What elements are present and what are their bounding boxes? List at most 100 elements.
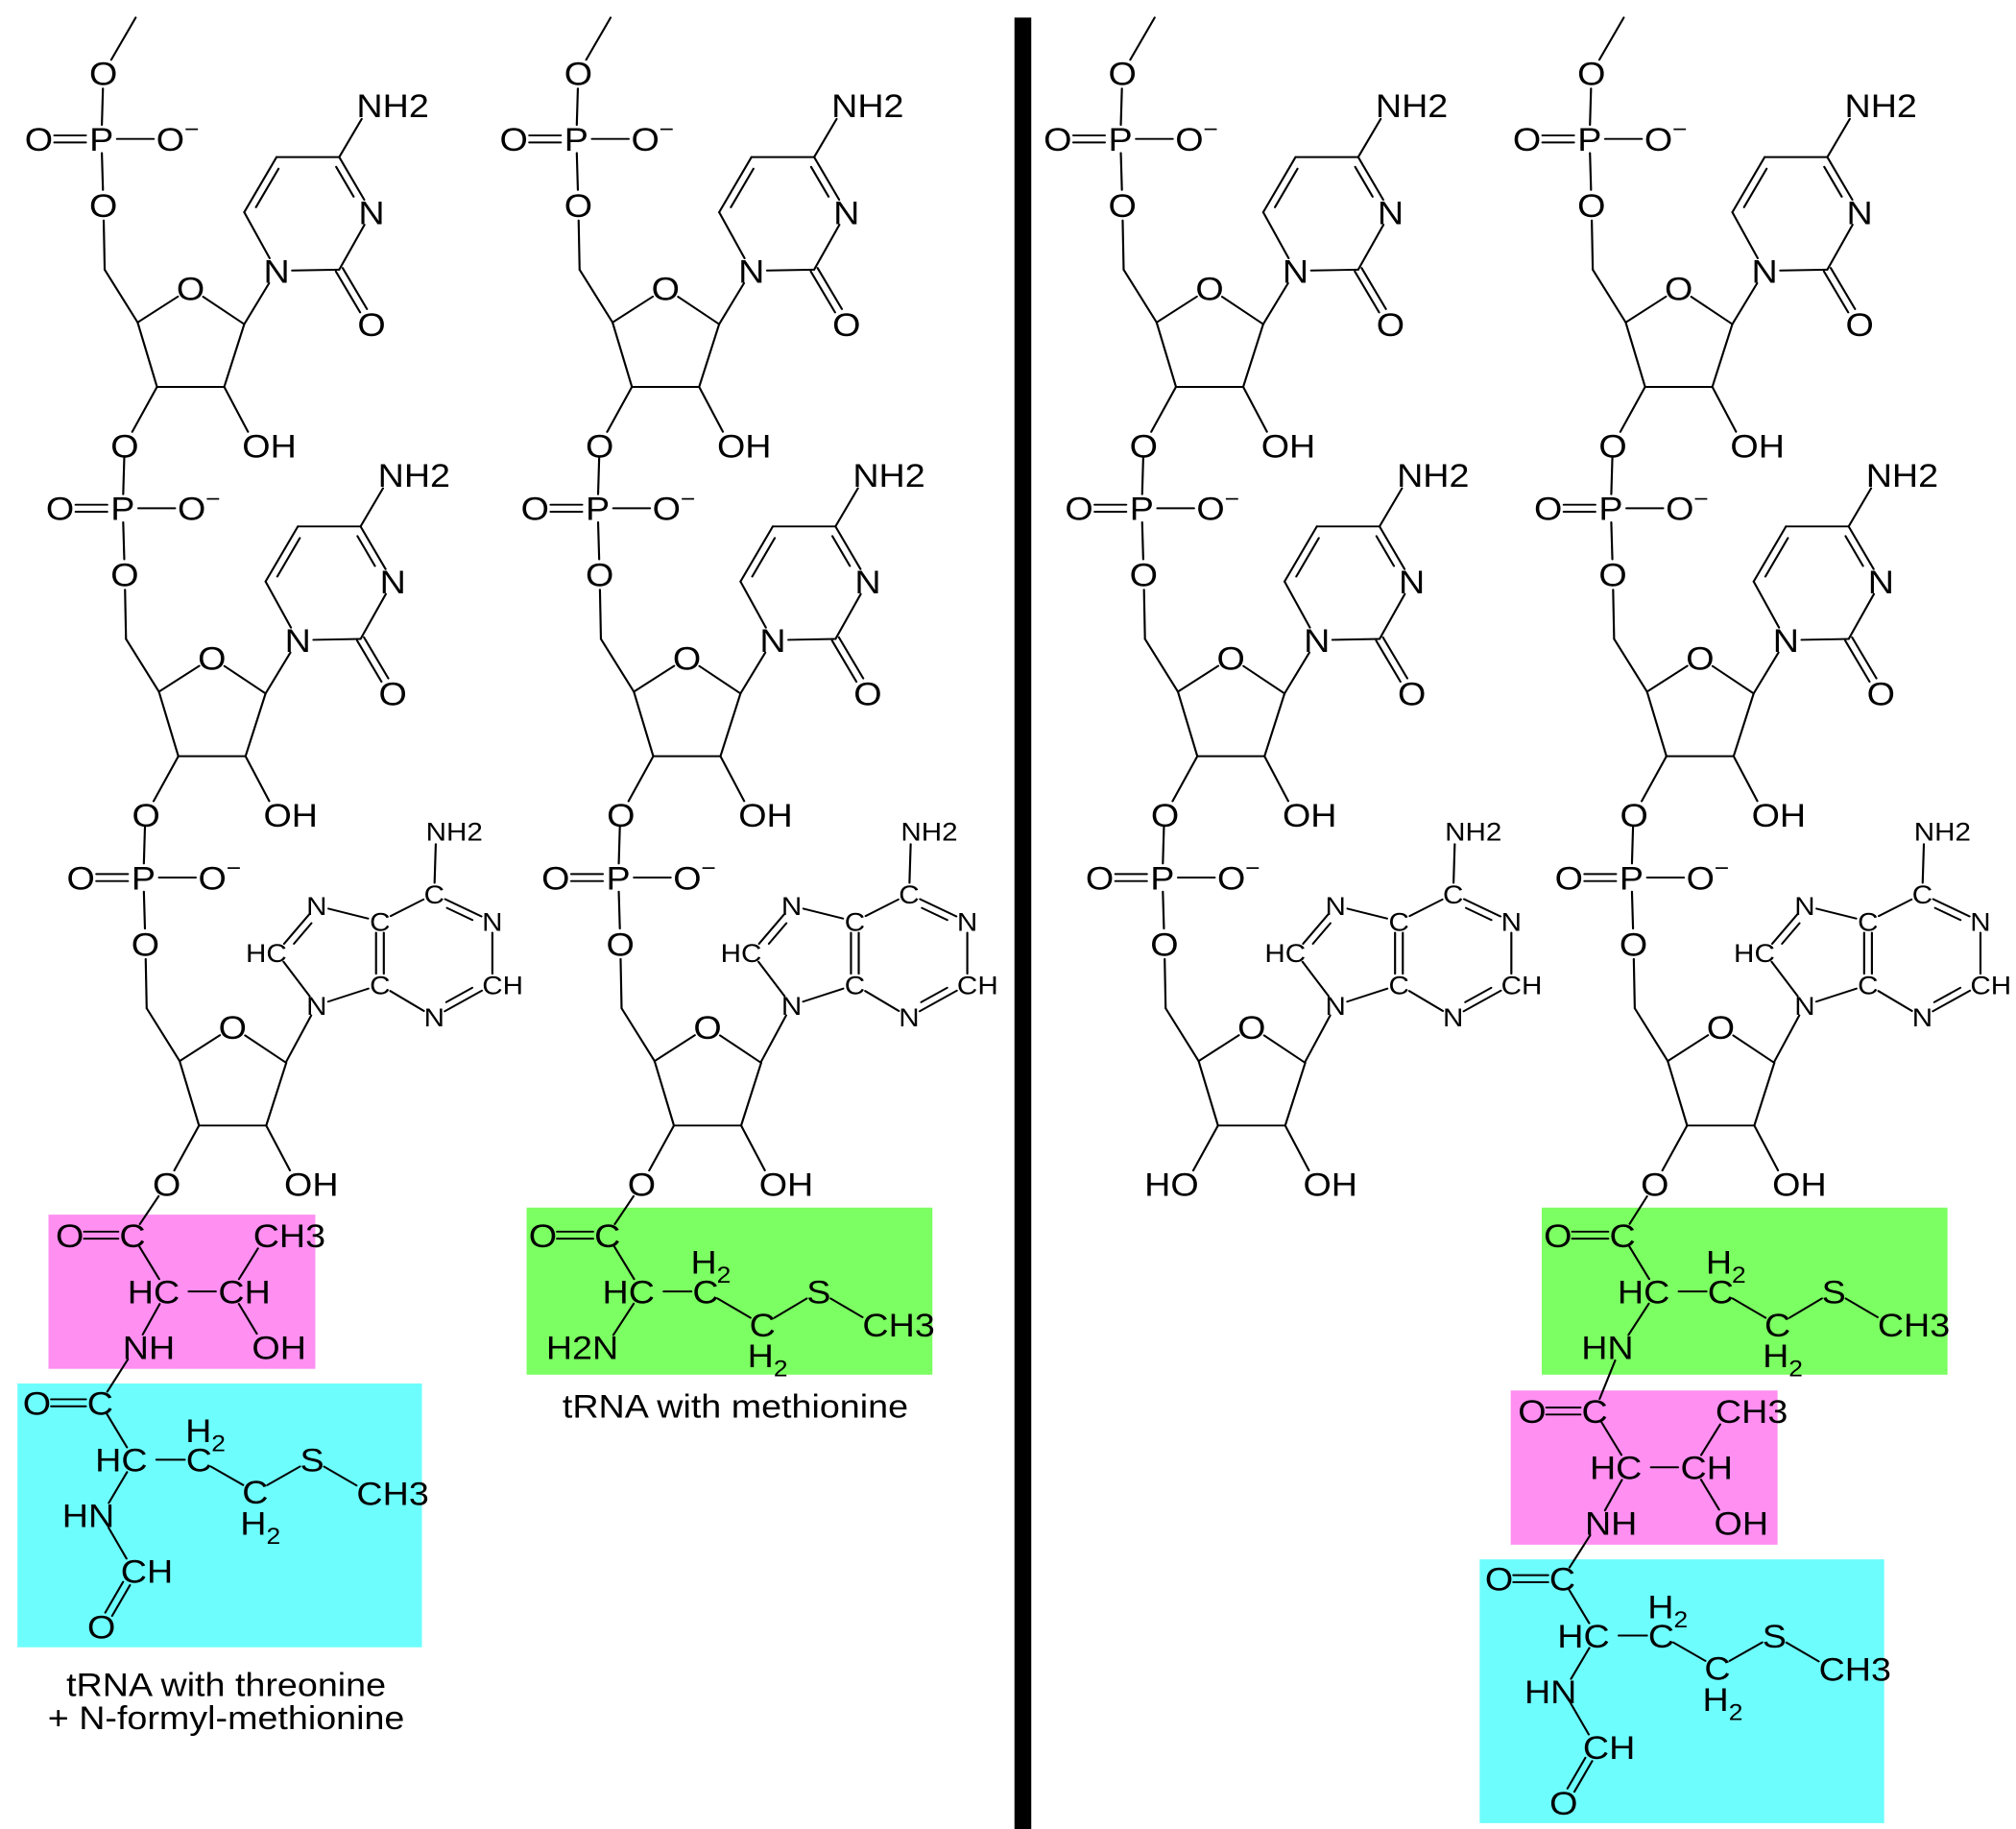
bond-line — [1781, 922, 1801, 945]
bond-line — [254, 167, 280, 208]
bond-line — [1699, 1479, 1720, 1511]
bond-line — [1263, 755, 1290, 803]
bond-line — [141, 1303, 161, 1336]
atom-label: P — [607, 859, 631, 897]
bond-line — [1630, 826, 1635, 865]
bond-line — [142, 890, 147, 930]
atom-label: P — [1620, 859, 1644, 897]
bond-line — [101, 152, 105, 191]
bond-line — [1570, 1647, 1591, 1680]
atom-label: O — [1150, 926, 1178, 963]
atom-label: C — [750, 1307, 776, 1344]
bond-line — [157, 664, 201, 693]
atom-label: O — [693, 1009, 721, 1047]
bond-line — [1732, 692, 1755, 758]
bond-line — [106, 1358, 130, 1393]
bond-line — [1844, 639, 1871, 684]
atom-label: O− — [1196, 486, 1239, 527]
bond-line — [1732, 1034, 1776, 1064]
bond-line — [698, 664, 742, 695]
bond-line — [739, 525, 775, 583]
atom-label: CH3 — [1878, 1307, 1950, 1344]
atom-label: O — [1377, 306, 1404, 344]
bond-line — [264, 651, 292, 695]
bond-line — [323, 1465, 358, 1487]
bond-line — [1381, 636, 1409, 680]
atom-label: O — [357, 306, 385, 344]
bond-line — [1331, 638, 1381, 641]
bond-line — [1589, 87, 1593, 127]
bond-line — [1150, 386, 1178, 433]
bond-line — [1171, 755, 1199, 803]
bond-line — [1155, 295, 1198, 324]
atom-label: O — [1108, 55, 1136, 92]
bond-line — [1814, 987, 1858, 1003]
bond-line — [1847, 487, 1873, 528]
atom-label: O — [1237, 1009, 1265, 1047]
bond-line — [243, 211, 271, 259]
atom-label: O — [1598, 556, 1626, 593]
bond-line — [1773, 1014, 1801, 1063]
atom-label: HN — [62, 1497, 114, 1534]
bond-line — [765, 268, 816, 272]
atom-label: OH — [1772, 1166, 1827, 1203]
bond-line — [1375, 535, 1396, 567]
bond-line — [1921, 843, 1926, 884]
atom-label: OH — [1303, 1166, 1357, 1203]
bond-line — [1624, 295, 1668, 324]
atom-label: OH — [738, 797, 793, 834]
bond-line — [612, 1302, 636, 1336]
bond-line — [1119, 152, 1123, 191]
bond-line — [223, 323, 246, 388]
atom-label: O — [541, 859, 569, 897]
atom-label: NH2 — [426, 817, 483, 846]
bond-line — [830, 639, 858, 684]
atom-label: CH3 — [356, 1475, 428, 1512]
atom-label: CH3 — [1716, 1393, 1788, 1431]
bond-line — [919, 898, 958, 918]
atom-label: P — [564, 121, 588, 158]
atom-label: P — [1150, 859, 1174, 897]
atom-label: OH — [1715, 1504, 1769, 1542]
bond-line — [1572, 1760, 1594, 1793]
bond-line — [359, 525, 387, 570]
bond-line — [1242, 664, 1286, 695]
bond-line — [244, 692, 267, 758]
bond-line — [1823, 165, 1843, 198]
bond-line — [759, 1014, 787, 1063]
atom-label: O — [25, 121, 53, 158]
bond-line — [718, 211, 746, 259]
bond-line — [1568, 1533, 1592, 1569]
bond-line — [444, 898, 483, 918]
bond-line — [1273, 167, 1299, 208]
bond-line — [1164, 957, 1167, 1010]
atom-label: N — [482, 907, 502, 936]
bond-line — [1711, 386, 1738, 433]
bond-line — [291, 268, 341, 272]
atom-label: C — [845, 971, 865, 999]
bond-line — [1731, 211, 1760, 259]
atom-label: HN — [1581, 1329, 1633, 1366]
atom-label: O− — [1666, 486, 1709, 527]
bond-line — [356, 535, 376, 567]
bond-line — [1932, 989, 1972, 1013]
atom-label: NH2 — [831, 87, 903, 125]
atom-label: C — [1858, 971, 1878, 999]
bond-line — [633, 690, 655, 758]
bond-line — [830, 535, 852, 567]
bond-line — [109, 16, 137, 61]
atom-label: HC — [721, 938, 762, 967]
bond-line — [698, 323, 721, 388]
bond-line — [1568, 1589, 1591, 1624]
caption-threonine-fmet-line1: tRNA with threonine — [66, 1666, 386, 1703]
atom-label: N — [1378, 194, 1404, 231]
atom-label: N — [1326, 991, 1346, 1020]
atom-label: O — [23, 1384, 51, 1422]
atom-label: O — [853, 675, 881, 712]
atom-label: N — [358, 194, 384, 231]
bond-line — [1671, 1641, 1707, 1662]
bond-line — [1302, 913, 1330, 945]
bond-line — [802, 987, 845, 1003]
atom-label: O — [1065, 490, 1092, 527]
atom-label: C — [1443, 879, 1463, 908]
